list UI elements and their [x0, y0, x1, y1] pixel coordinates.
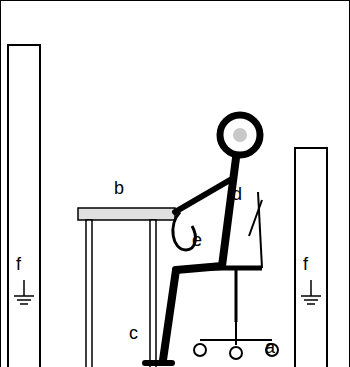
ground-strap	[249, 200, 262, 236]
ground-symbol	[301, 280, 321, 304]
ground-symbol	[14, 280, 34, 304]
callout-letter: e	[192, 230, 202, 250]
callout-letter: a	[265, 337, 275, 357]
callout-letter: c	[129, 323, 138, 343]
callout-letter: d	[232, 184, 242, 204]
chair	[194, 192, 278, 359]
callout-letter: b	[114, 178, 124, 198]
cabinet	[8, 45, 40, 367]
cabinet	[295, 148, 327, 367]
callout-letter: f	[16, 254, 21, 274]
table	[78, 208, 175, 367]
person	[145, 115, 260, 363]
callout-letter: f	[303, 254, 308, 274]
